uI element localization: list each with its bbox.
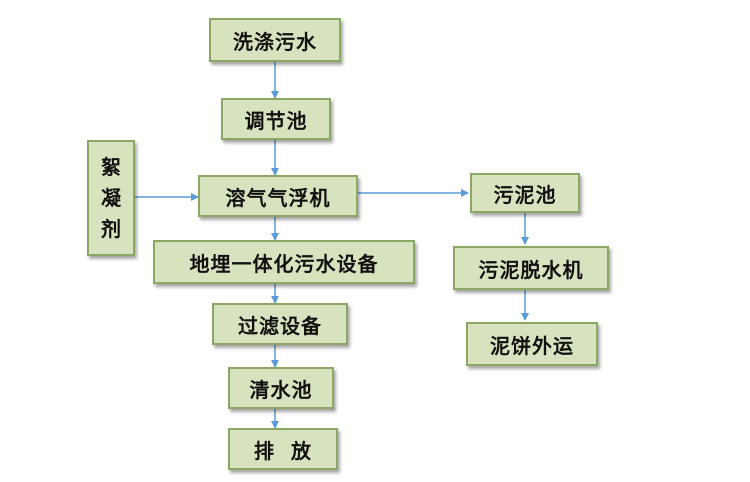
flocculant-char-3: 剂 [101, 216, 121, 241]
node-daf-machine: 溶气气浮机 [198, 175, 358, 217]
node-sludge-dewatering: 污泥脱水机 [453, 246, 609, 290]
node-buried-equipment: 地埋一体化污水设备 [153, 240, 415, 284]
node-sludge-cake-transport: 泥饼外运 [466, 322, 598, 366]
node-discharge: 排 放 [228, 428, 338, 470]
node-wash-wastewater: 洗涤污水 [209, 18, 341, 62]
node-clear-water-tank: 清水池 [228, 367, 334, 409]
node-flocculant: 絮 凝 剂 [87, 140, 135, 256]
node-filter-equipment: 过滤设备 [212, 303, 348, 345]
flocculant-char-1: 絮 [101, 154, 121, 179]
flocculant-char-2: 凝 [101, 185, 121, 210]
node-sludge-tank: 污泥池 [470, 173, 580, 213]
node-equalization-tank: 调节池 [221, 98, 331, 140]
